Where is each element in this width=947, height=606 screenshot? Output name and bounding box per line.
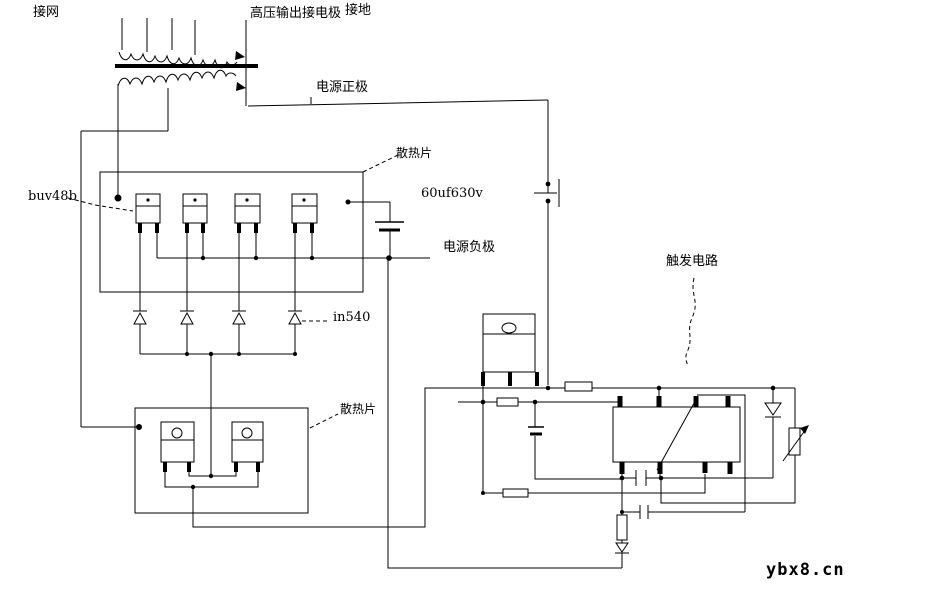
rectifier-diode-3: [232, 310, 246, 354]
trigger-transistor: [481, 313, 539, 386]
trigger-circuit-label: 触发电路: [666, 254, 719, 269]
upper-heatsink-leader: [362, 154, 399, 173]
diode-model-label: in540: [333, 310, 371, 325]
positive-feed-capacitor: [534, 179, 560, 385]
trigger-leader: [685, 277, 696, 367]
power-positive-label: 电源正极: [316, 80, 369, 95]
lower-heatsink-box: [134, 407, 309, 514]
filter-capacitor: [348, 201, 404, 258]
trigger-top-rail: [425, 381, 795, 392]
power-negative-label: 电源负极: [443, 240, 496, 255]
upper-heatsink-label: 散热片: [396, 146, 433, 160]
ground-text: 接地: [345, 3, 372, 18]
rectifier-diode-4: [288, 310, 302, 354]
power-transistor-4: [291, 193, 318, 311]
grid-label: 接网: [33, 5, 60, 20]
potentiometer: [782, 388, 809, 462]
driver-transistor-1: [160, 421, 195, 472]
lower-heatsink-label: 散热片: [340, 402, 377, 416]
upper-heatsink-box: [99, 171, 364, 293]
power-transistors: [135, 193, 318, 311]
lower-heatsink-leader: [309, 413, 339, 429]
trigger-diode-bottom: [615, 542, 629, 568]
mains-transformer: [80, 18, 258, 428]
rectifier-diode-1: [133, 310, 147, 354]
driver-transistor-2: [231, 421, 264, 472]
rectifier-diode-2: [180, 310, 194, 354]
power-transistor-2: [182, 193, 208, 311]
power-positive-rail: [247, 97, 549, 193]
power-negative-bus: [157, 255, 430, 261]
power-transistor-3: [234, 193, 261, 311]
pot-arrow-icon: [800, 425, 809, 434]
trigger-bottom-network: [615, 455, 796, 568]
filter-cap-value-label: 60uf630v: [421, 186, 483, 201]
hv-output-text: 高压输出接电极: [250, 6, 342, 21]
hv-output-label: 高压输出接电极接地: [250, 3, 372, 21]
power-transistor-1: [135, 193, 161, 311]
trigger-ic: [612, 388, 746, 512]
trigger-diode-right: [764, 388, 782, 478]
rectifier-diodes: [133, 310, 302, 476]
buv48b-leader: [67, 197, 134, 212]
trigger-base-network: [458, 386, 706, 498]
watermark: ybx8.cn: [766, 560, 845, 580]
transistor-model-label: buv48b: [28, 189, 77, 204]
winding-arrow-icon: [236, 82, 246, 91]
driver-transistors: [160, 387, 483, 528]
leader-lines: [67, 154, 696, 429]
negative-return-wire: [387, 258, 622, 569]
winding-arrow-icon: [235, 51, 245, 60]
